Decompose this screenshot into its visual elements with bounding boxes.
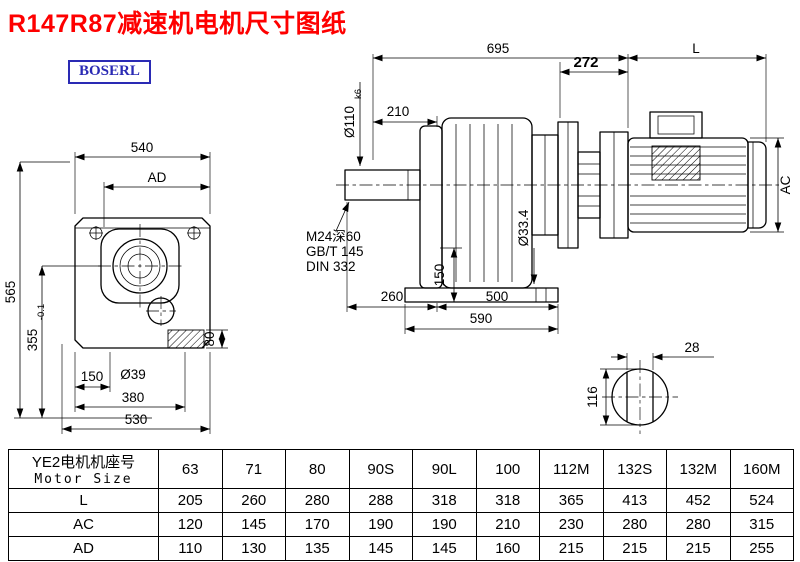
front-view-drawing [74, 217, 211, 349]
value-cell: 215 [539, 536, 604, 561]
dim-260: 260 [381, 289, 404, 304]
dim-L: L [692, 41, 700, 56]
page-title: R147R87减速机电机尺寸图纸 [8, 10, 347, 38]
value-cell: 145 [221, 512, 286, 537]
value-cell: 210 [475, 512, 540, 537]
dim-210: 210 [387, 104, 410, 119]
value-cell: 110 [158, 536, 223, 561]
dim-33-4: Ø33.4 [516, 209, 531, 246]
thread-note-line1: M24深60 [306, 229, 361, 244]
dim-150-front: 150 [81, 369, 104, 384]
value-cell: 190 [348, 512, 413, 537]
value-cell: 130 [221, 536, 286, 561]
value-cell: 413 [602, 488, 667, 513]
value-cell: 205 [158, 488, 223, 513]
dim-116: 116 [585, 386, 600, 408]
motor-size-table: YE2电机机座号 Motor Size 63 71 80 90S 90L 100… [8, 449, 794, 561]
dim-590: 590 [470, 311, 493, 326]
dim-80: 80 [202, 331, 217, 346]
frame-size-cell: 160M [729, 449, 794, 489]
row-label: AC [8, 512, 159, 537]
motor-size-header-cell: YE2电机机座号 Motor Size [8, 449, 159, 489]
table-row-AC: AC 120 145 170 190 190 210 230 280 280 3… [8, 512, 794, 537]
value-cell: 315 [729, 512, 794, 537]
dim-565: 565 [3, 281, 18, 304]
value-cell: 452 [666, 488, 731, 513]
dim-ad: AD [148, 170, 167, 185]
dim-ac: AC [778, 175, 793, 194]
dim-28: 28 [684, 340, 699, 355]
side-view-dimensions: 695 272 L Ø110 k6 210 M24深60 GB/T 145 DI… [306, 41, 793, 334]
value-cell: 215 [666, 536, 731, 561]
value-cell: 135 [285, 536, 350, 561]
table-row-AD: AD 110 130 135 145 145 160 215 215 215 2… [8, 536, 794, 561]
value-cell: 524 [729, 488, 794, 513]
dim-150-side: 150 [432, 264, 447, 287]
thread-note-line2: GB/T 145 [306, 244, 364, 259]
frame-size-cell: 63 [158, 449, 223, 489]
frame-size-cell: 90L [412, 449, 477, 489]
table-header-row: YE2电机机座号 Motor Size 63 71 80 90S 90L 100… [8, 449, 794, 489]
frame-size-cell: 100 [475, 449, 540, 489]
value-cell: 260 [221, 488, 286, 513]
dim-695: 695 [487, 41, 510, 56]
front-view-dimensions: 540 AD 565 355 -0.1 150 Ø39 380 [3, 140, 228, 434]
value-cell: 255 [729, 536, 794, 561]
frame-size-cell: 71 [221, 449, 286, 489]
value-cell: 365 [539, 488, 604, 513]
dim-272: 272 [573, 54, 598, 71]
value-cell: 170 [285, 512, 350, 537]
technical-drawing: 540 AD 565 355 -0.1 150 Ø39 380 [3, 41, 793, 434]
dim-110: Ø110 [342, 106, 357, 138]
header-en: Motor Size [34, 472, 133, 487]
value-cell: 280 [285, 488, 350, 513]
value-cell: 145 [412, 536, 477, 561]
side-view-drawing [336, 111, 782, 303]
frame-size-cell: 80 [285, 449, 350, 489]
value-cell: 120 [158, 512, 223, 537]
value-cell: 215 [602, 536, 667, 561]
value-cell: 160 [475, 536, 540, 561]
boserl-logo: BOSERL [68, 60, 151, 84]
value-cell: 318 [475, 488, 540, 513]
value-cell: 145 [348, 536, 413, 561]
value-cell: 230 [539, 512, 604, 537]
value-cell: 280 [666, 512, 731, 537]
frame-size-cell: 132M [666, 449, 731, 489]
shaft-end-view: 28 116 [585, 340, 714, 434]
value-cell: 288 [348, 488, 413, 513]
value-cell: 190 [412, 512, 477, 537]
thread-note-line3: DIN 332 [306, 259, 356, 274]
dim-39: Ø39 [120, 367, 146, 382]
value-cell: 280 [602, 512, 667, 537]
row-label: AD [8, 536, 159, 561]
dim-530: 530 [125, 412, 148, 427]
dim-355-tolerance: -0.1 [36, 304, 47, 320]
row-label: L [8, 488, 159, 513]
frame-size-cell: 90S [348, 449, 413, 489]
dim-355: 355 [25, 329, 40, 352]
dim-500: 500 [486, 289, 509, 304]
dim-540: 540 [131, 140, 154, 155]
dim-380: 380 [122, 390, 145, 405]
header-cn: YE2电机机座号 [31, 454, 136, 471]
table-row-L: L 205 260 280 288 318 318 365 413 452 52… [8, 488, 794, 513]
frame-size-cell: 132S [602, 449, 667, 489]
frame-size-cell: 112M [539, 449, 604, 489]
dim-110-tolerance: k6 [353, 89, 364, 99]
value-cell: 318 [412, 488, 477, 513]
